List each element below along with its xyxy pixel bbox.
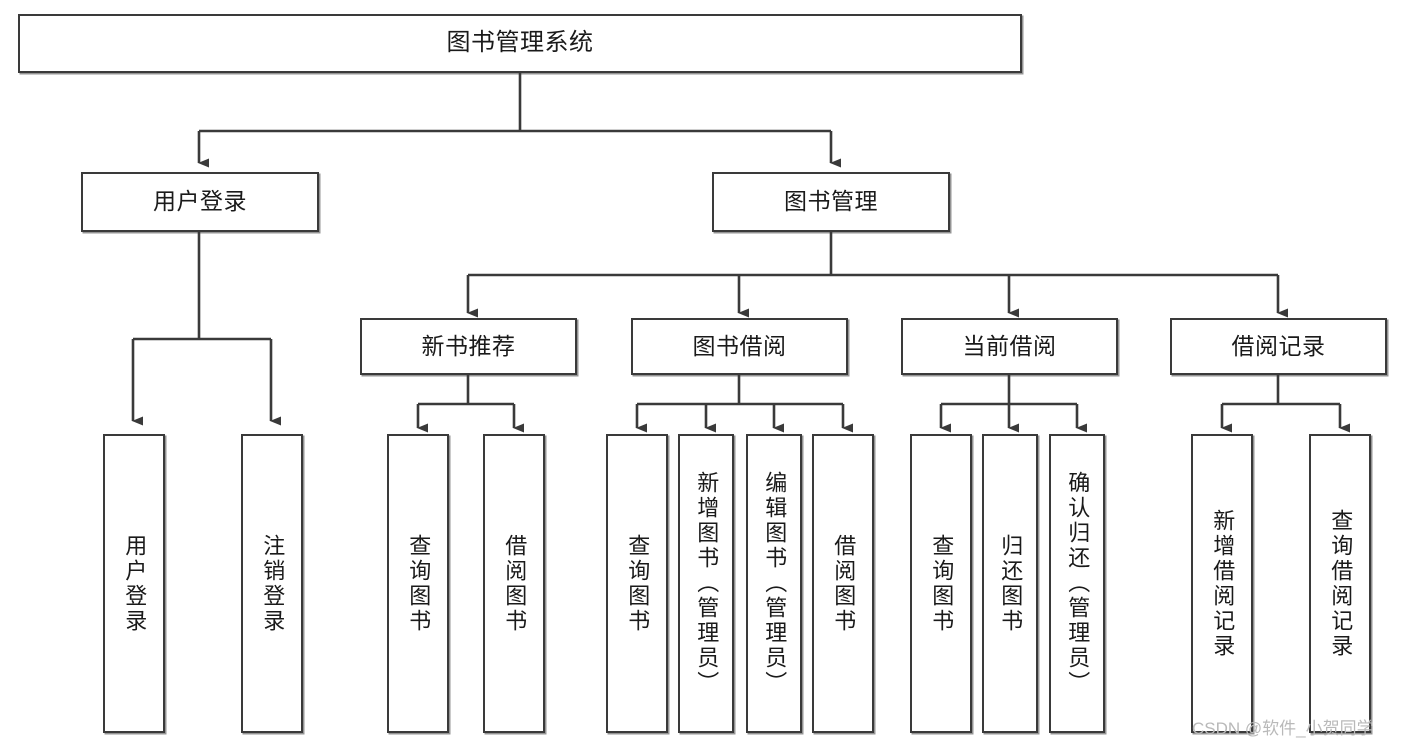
node-label: 新增图书（管理员） (694, 471, 720, 696)
node-label: 查询图书 (406, 533, 432, 634)
node-label: 图书管理系统 (446, 29, 594, 57)
node-label: 图书借阅 (692, 332, 787, 359)
leaf-add-borrow-record[interactable]: 新增借阅记录 (1191, 434, 1253, 733)
node-label: 当前借阅 (962, 332, 1057, 359)
node-label: 借阅记录 (1231, 332, 1326, 359)
leaf-edit-book-admin[interactable]: 编辑图书（管理员） (746, 434, 802, 733)
node-label: 新增借阅记录 (1210, 508, 1236, 659)
node-label: 用户登录 (153, 188, 247, 215)
node-label: 借阅图书 (502, 533, 528, 634)
leaf-user-login[interactable]: 用户登录 (103, 434, 165, 733)
node-label: 借阅图书 (831, 533, 857, 634)
node-book-borrow[interactable]: 图书借阅 (631, 318, 848, 375)
node-label: 图书管理 (784, 188, 878, 215)
node-label: 确认归还（管理员） (1065, 471, 1091, 696)
leaf-borrow-book-borrow[interactable]: 借阅图书 (812, 434, 874, 733)
node-label: 用户登录 (122, 533, 148, 634)
node-current-borrow[interactable]: 当前借阅 (901, 318, 1118, 375)
node-user-login[interactable]: 用户登录 (81, 172, 319, 232)
leaf-borrow-book-recommend[interactable]: 借阅图书 (483, 434, 545, 733)
node-label: 查询图书 (929, 533, 955, 634)
leaf-confirm-return-admin[interactable]: 确认归还（管理员） (1049, 434, 1105, 733)
leaf-add-book-admin[interactable]: 新增图书（管理员） (678, 434, 734, 733)
leaf-query-borrow-record[interactable]: 查询借阅记录 (1309, 434, 1371, 733)
leaf-return-book[interactable]: 归还图书 (982, 434, 1038, 733)
node-label: 查询图书 (625, 533, 651, 634)
node-label: 编辑图书（管理员） (762, 471, 788, 696)
node-label: 查询借阅记录 (1328, 508, 1354, 659)
leaf-query-book-recommend[interactable]: 查询图书 (387, 434, 449, 733)
node-label: 新书推荐 (421, 332, 516, 359)
node-label: 注销登录 (260, 533, 286, 634)
leaf-query-book-borrow[interactable]: 查询图书 (606, 434, 668, 733)
node-new-book-recommend[interactable]: 新书推荐 (360, 318, 577, 375)
leaf-logout-login[interactable]: 注销登录 (241, 434, 303, 733)
node-label: 归还图书 (998, 533, 1024, 634)
node-book-management-system[interactable]: 图书管理系统 (18, 14, 1022, 73)
leaf-query-book-current[interactable]: 查询图书 (910, 434, 972, 733)
node-borrow-record[interactable]: 借阅记录 (1170, 318, 1387, 375)
node-book-management[interactable]: 图书管理 (712, 172, 950, 232)
